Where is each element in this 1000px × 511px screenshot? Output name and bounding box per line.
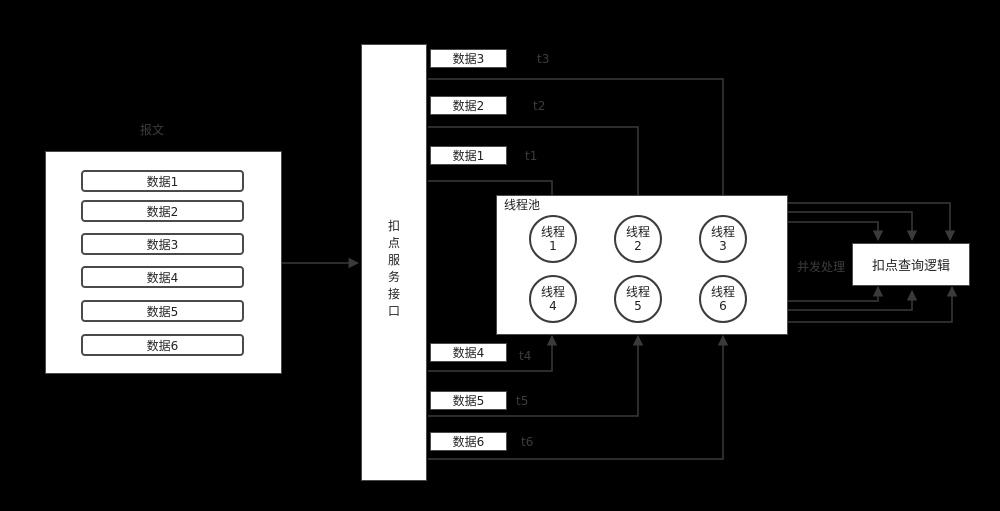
time-label: t3	[537, 52, 550, 66]
input-data-tag: 数据6	[430, 432, 507, 451]
time-label: t6	[521, 435, 534, 449]
arrow-data5-to-thread5	[428, 334, 644, 417]
arrow-pool-to-query-4	[788, 285, 884, 302]
message-item: 数据2	[81, 200, 244, 222]
input-data-tag: 数据2	[430, 96, 507, 115]
concurrency-label: 并发处理	[797, 260, 846, 274]
input-data-tag: 数据4	[430, 343, 507, 362]
message-block-title: 报文	[140, 123, 165, 137]
time-label: t5	[516, 394, 529, 408]
input-data-tag: 数据1	[430, 146, 507, 165]
arrow-data3-to-thread3	[428, 78, 729, 215]
arrow-pool-to-query-3	[788, 221, 884, 242]
arrow-data6-to-thread6	[428, 334, 729, 460]
time-label: t4	[519, 349, 532, 363]
input-data-tag: 数据3	[430, 49, 507, 68]
input-data-tag: 数据5	[430, 391, 507, 410]
message-item: 数据3	[81, 233, 244, 255]
message-item: 数据4	[81, 266, 244, 288]
arrow-pool-to-query-2	[788, 211, 918, 242]
arrow-pool-to-query-1	[788, 202, 956, 242]
arrow-data2-to-thread2	[428, 126, 644, 215]
service-interface	[361, 44, 427, 481]
query-logic-box: 扣点查询逻辑	[852, 243, 970, 286]
message-item: 数据6	[81, 334, 244, 356]
arrow-data4-to-thread4	[428, 334, 558, 372]
message-item: 数据1	[81, 170, 244, 192]
arrow-pool-to-query-5	[788, 289, 918, 311]
time-label: t2	[533, 99, 546, 113]
service-interface-label: 扣 点 服 务 接 口	[387, 219, 400, 318]
arrow-pool-to-query-6	[788, 285, 958, 323]
message-item: 数据5	[81, 300, 244, 322]
time-label: t1	[525, 149, 538, 163]
thread-pool-title: 线程池	[504, 198, 541, 212]
